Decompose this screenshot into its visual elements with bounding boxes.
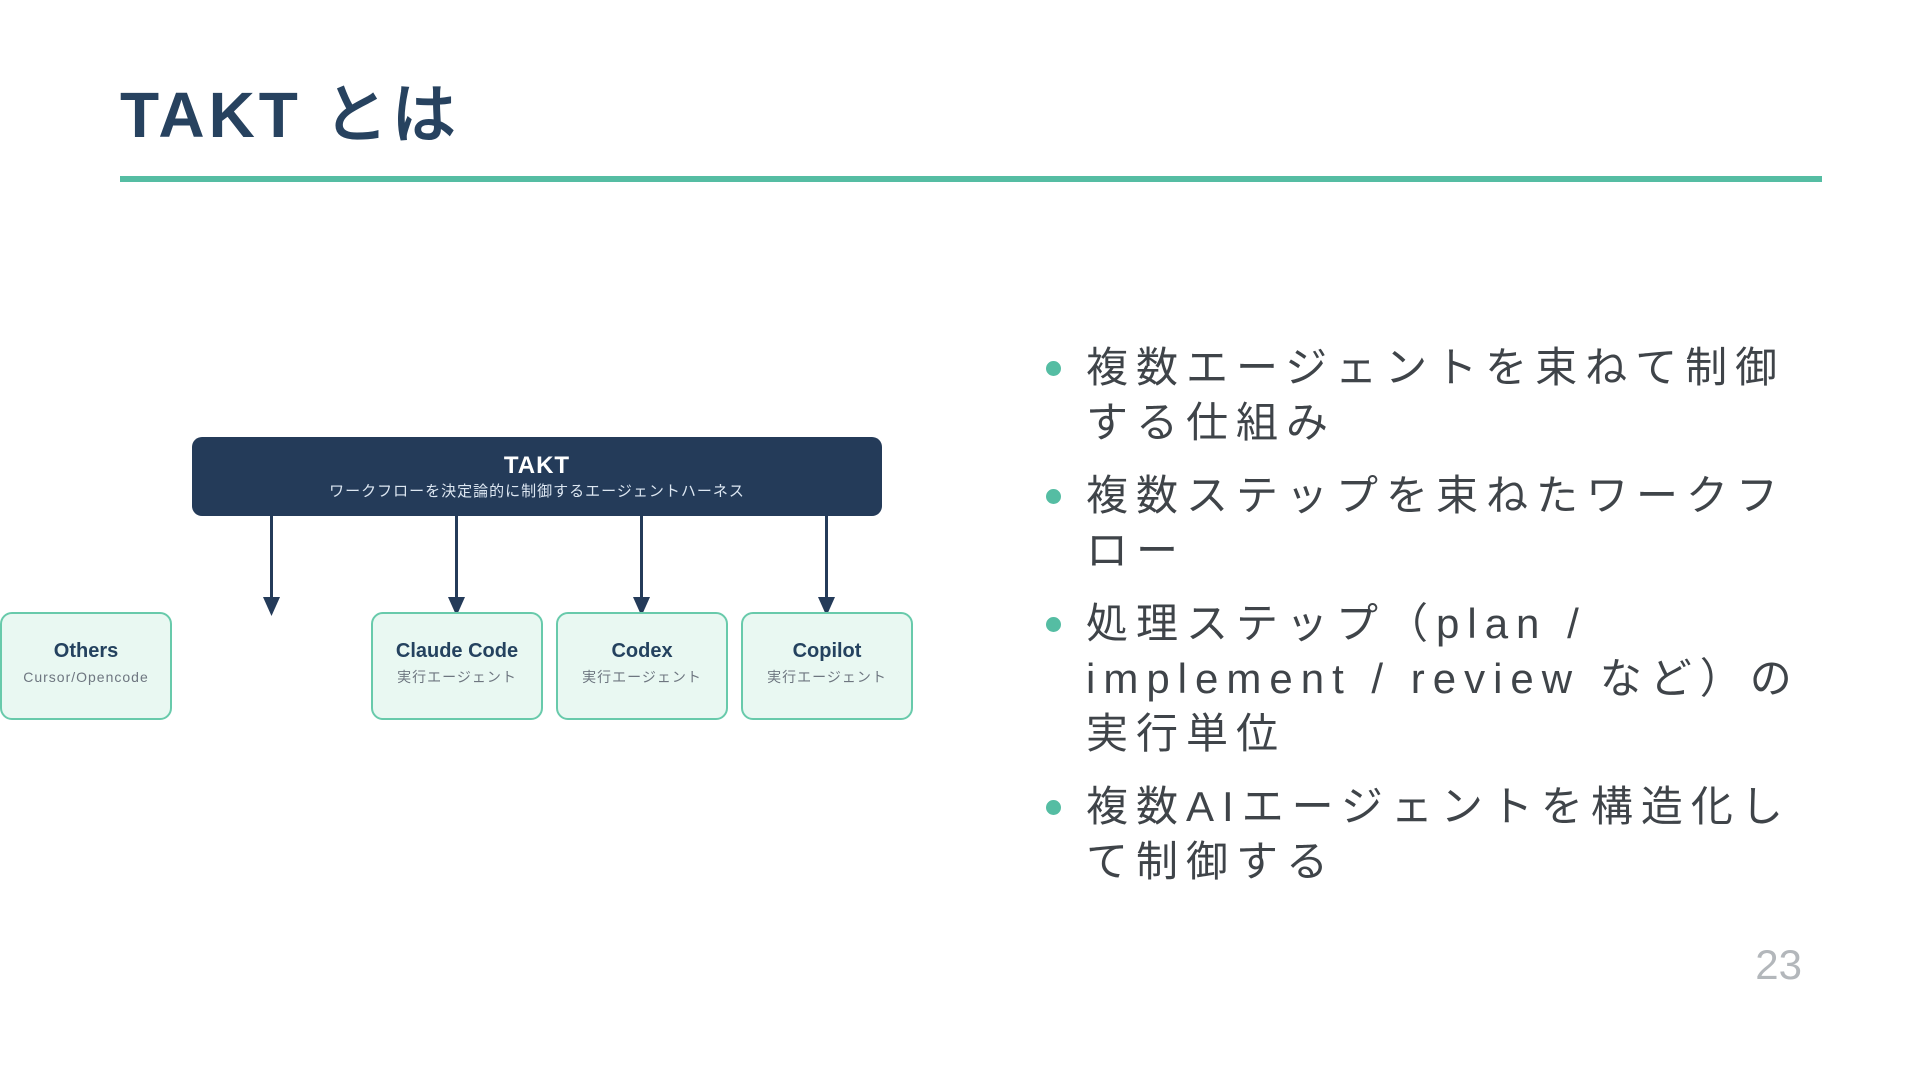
agent-node-subtitle: Cursor/Opencode [23,668,149,685]
list-item: 複数エージェントを束ねて制御する仕組み [1046,340,1842,450]
agent-node-subtitle: 実行エージェント [767,668,887,685]
bullet-text: 複数エージェントを束ねて制御する仕組み [1086,344,1786,446]
agent-node-copilot: Copilot 実行エージェント [741,612,913,720]
page-number: 23 [1755,941,1802,988]
agent-node-claude-code: Claude Code 実行エージェント [371,612,543,720]
bullet-list: 複数エージェントを束ねて制御する仕組み 複数ステップを束ねたワークフロー 処理ス… [1046,340,1842,907]
agent-node-title: Copilot [792,639,862,662]
bullet-dot-icon [1046,361,1061,376]
list-item: 複数ステップを束ねたワークフロー [1046,468,1842,578]
down-arrow-icon [263,516,835,616]
takt-root-title: TAKT [503,452,571,479]
bullet-text: 処理ステップ（plan / implement / review など）の実行単… [1086,600,1800,757]
bullet-dot-icon [1046,617,1061,632]
title-underline [120,176,1822,182]
agent-node-title: Others [53,639,119,662]
agent-node-others: Others Cursor/Opencode [0,612,172,720]
takt-root-subtitle: ワークフローを決定論的に制御するエージェントハーネス [329,483,745,500]
takt-root-node: TAKT ワークフローを決定論的に制御するエージェントハーネス [192,437,882,516]
list-item: 処理ステップ（plan / implement / review など）の実行単… [1046,596,1842,761]
page-title: TAKT とは [120,79,460,151]
bullet-dot-icon [1046,800,1061,815]
agent-node-subtitle: 実行エージェント [582,668,702,685]
bullet-text: 複数ステップを束ねたワークフロー [1086,472,1787,574]
agent-node-title: Claude Code [395,639,519,662]
list-item: 複数AIエージェントを構造化して制御する [1046,779,1842,889]
agent-node-codex: Codex 実行エージェント [556,612,728,720]
bullet-dot-icon [1046,489,1061,504]
agent-node-subtitle: 実行エージェント [397,668,517,685]
agent-node-title: Codex [611,639,673,662]
bullet-text: 複数AIエージェントを構造化して制御する [1086,783,1791,885]
